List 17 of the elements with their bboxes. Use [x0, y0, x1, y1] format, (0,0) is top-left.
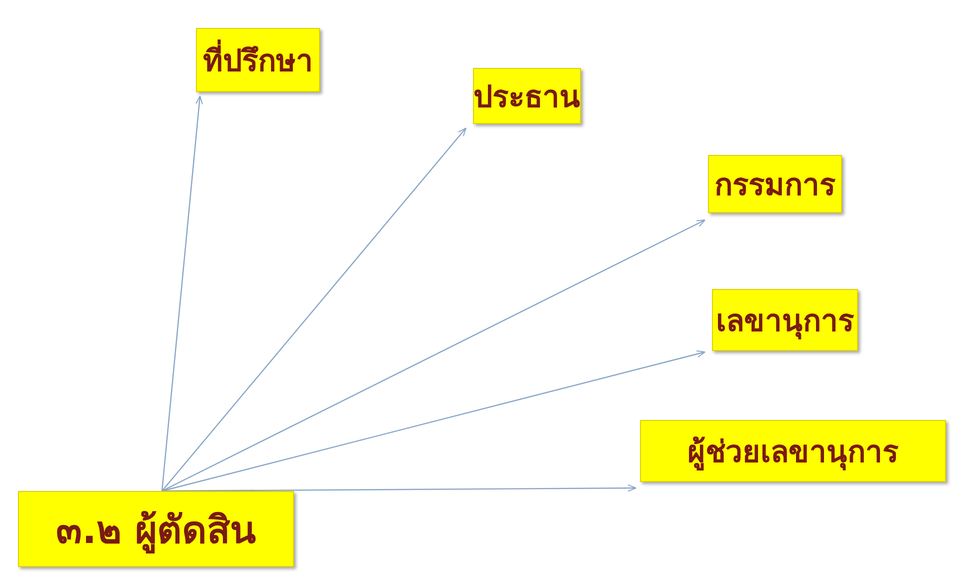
- arrow: [162, 484, 636, 492]
- arrow: [162, 350, 706, 492]
- box-label: ๓.๒ ผู้ตัดสิน: [56, 506, 256, 556]
- arrow: [161, 96, 203, 492]
- label-box: [18, 491, 294, 567]
- arrow: [162, 219, 706, 492]
- label-box: [196, 28, 320, 92]
- box-label: ที่ปรึกษา: [203, 36, 313, 84]
- box-label: ผู้ช่วยเลขานุการ: [688, 434, 898, 472]
- label-box: [640, 420, 946, 482]
- arrow: [162, 128, 466, 492]
- label-box: [712, 289, 858, 351]
- label-box: [473, 68, 581, 124]
- label-box: [708, 155, 842, 213]
- box-label: กรรมการ: [714, 166, 836, 204]
- box-label: ประธาน: [474, 78, 580, 116]
- box-label: เลขานุการ: [716, 302, 854, 342]
